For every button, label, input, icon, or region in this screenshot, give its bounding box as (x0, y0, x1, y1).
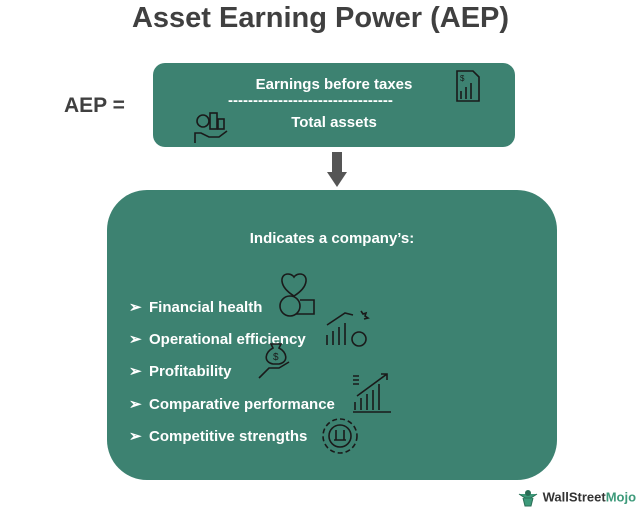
list-item: ➢ Financial health (129, 298, 262, 316)
bullet-icon: ➢ (129, 331, 142, 348)
list-item: ➢ Competitive strengths (129, 427, 307, 445)
bullet-icon: ➢ (129, 299, 142, 316)
svg-text:$: $ (273, 352, 279, 363)
brand-name-accent: Mojo (605, 489, 637, 505)
brand-logo: WallStreetMojo (517, 488, 636, 508)
denominator: Total assets (291, 114, 377, 131)
formula-box: Earnings before taxes ------------------… (153, 63, 515, 147)
item-label: Comparative performance (149, 396, 335, 413)
bullet-icon: ➢ (129, 396, 142, 413)
summary-box: Indicates a company’s: ➢ Financial health… (107, 190, 557, 480)
brand-name: WallStreet (542, 489, 606, 505)
arrow-down-icon (327, 152, 347, 187)
numerator: Earnings before taxes (255, 76, 413, 93)
formula-lhs: AEP = (64, 94, 125, 117)
page-title: Asset Earning Power (AEP) (131, 2, 510, 34)
strength-gear-icon (322, 418, 358, 454)
fraction-divider: --------------------------------- (228, 92, 393, 109)
list-item: ➢ Profitability (129, 362, 232, 380)
list-item: ➢ Operational efficiency (129, 330, 306, 348)
list-item: ➢ Comparative performance (129, 395, 335, 413)
assets-hand-icon (194, 112, 228, 143)
item-label: Operational efficiency (149, 331, 306, 348)
bar-chart-up-icon (353, 373, 391, 413)
item-label: Financial health (149, 299, 263, 316)
svg-text:$: $ (460, 74, 465, 83)
heart-coin-icon (279, 273, 315, 317)
summary-heading: Indicates a company’s: (249, 230, 415, 247)
bullet-icon: ➢ (129, 363, 142, 380)
report-chart-icon: $ (456, 70, 480, 102)
item-label: Profitability (149, 363, 232, 380)
money-hand-icon: $ (258, 343, 290, 379)
item-label: Competitive strengths (149, 428, 308, 445)
bullet-icon: ➢ (129, 428, 142, 445)
logo-icon (518, 490, 538, 507)
growth-gear-icon (326, 310, 370, 347)
